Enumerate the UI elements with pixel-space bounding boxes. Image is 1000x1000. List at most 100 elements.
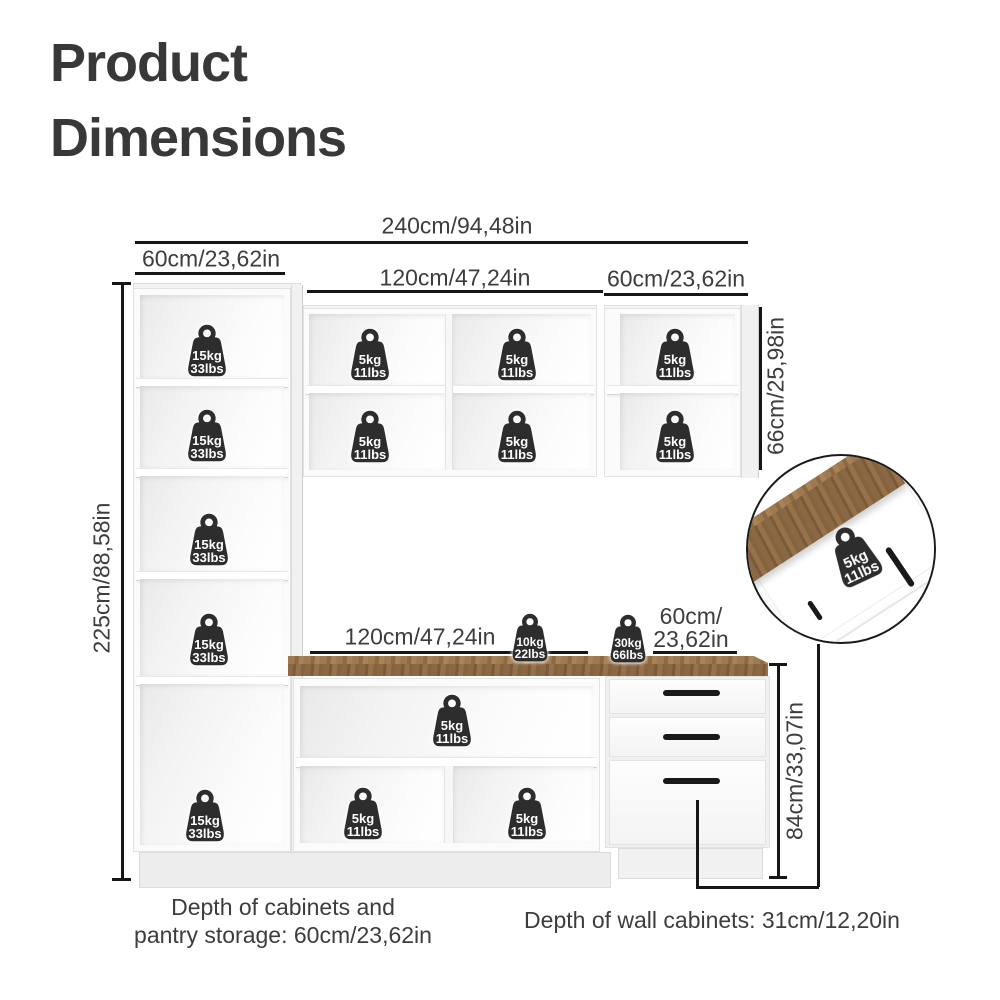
- svg-text:5kg: 5kg: [359, 434, 381, 449]
- svg-text:33lbs: 33lbs: [188, 826, 221, 841]
- svg-text:11lbs: 11lbs: [436, 731, 469, 746]
- svg-text:5kg: 5kg: [664, 352, 686, 367]
- svg-text:33lbs: 33lbs: [192, 650, 225, 665]
- svg-text:11lbs: 11lbs: [659, 447, 692, 462]
- svg-text:15kg: 15kg: [190, 813, 220, 828]
- svg-text:11lbs: 11lbs: [354, 365, 387, 380]
- svg-text:30kg: 30kg: [614, 636, 641, 650]
- svg-text:22lbs: 22lbs: [515, 647, 546, 661]
- plinth: [139, 852, 611, 888]
- svg-text:5kg: 5kg: [506, 352, 528, 367]
- dimension-label-counter-right-line2: 23,62in: [653, 626, 729, 652]
- svg-text:66lbs: 66lbs: [613, 648, 644, 662]
- dimension-label-counter-width: 120cm/47,24in: [344, 623, 496, 650]
- dimension-line-wall-right-width: [604, 293, 748, 296]
- drawer-handle: [663, 778, 720, 784]
- dimension-line-total-width: [135, 241, 748, 244]
- caption-depth-cabinets-line2: pantry storage: 60cm/23,62in: [134, 922, 432, 948]
- svg-text:11lbs: 11lbs: [501, 365, 534, 380]
- svg-text:5kg: 5kg: [516, 811, 538, 826]
- svg-text:11lbs: 11lbs: [501, 447, 534, 462]
- page-title-line2: Dimensions: [50, 108, 347, 168]
- dimension-label-total-height: 225cm/88,58in: [88, 502, 115, 654]
- dimension-label-pantry-width: 60cm/23,62in: [141, 245, 281, 272]
- drawer-unit-plinth: [618, 848, 763, 879]
- dimension-line-counter-width: [310, 651, 588, 654]
- svg-text:11lbs: 11lbs: [354, 447, 387, 462]
- dimension-line-wall-height: [759, 307, 762, 470]
- dimension-label-wall-width: 120cm/47,24in: [379, 264, 531, 291]
- dimension-label-counter-right-width: 60cm/ 23,62in: [653, 605, 728, 651]
- svg-text:10kg: 10kg: [516, 635, 543, 649]
- svg-text:11lbs: 11lbs: [659, 365, 692, 380]
- svg-text:5kg: 5kg: [352, 811, 374, 826]
- inset-leader-line: [696, 886, 819, 889]
- caption-depth-cabinets-line1: Depth of cabinets and: [171, 894, 395, 920]
- dimension-label-wall-height: 66cm/25,98in: [762, 316, 789, 456]
- svg-text:15kg: 15kg: [194, 537, 224, 552]
- base-divider: [444, 766, 454, 843]
- svg-text:5kg: 5kg: [506, 434, 528, 449]
- svg-text:11lbs: 11lbs: [347, 824, 380, 839]
- dimension-label-wall-right-width: 60cm/23,62in: [606, 265, 746, 292]
- wall-divider: [445, 314, 453, 470]
- svg-text:33lbs: 33lbs: [190, 361, 223, 376]
- drawer-handle: [663, 690, 720, 696]
- svg-text:5kg: 5kg: [359, 352, 381, 367]
- dimension-line-base-height: [777, 664, 780, 878]
- caption-depth-wall-cabinets: Depth of wall cabinets: 31cm/12,20in: [524, 907, 900, 933]
- dimension-label-base-height: 84cm/33,07in: [781, 701, 808, 841]
- caption-depth-cabinets: Depth of cabinets and pantry storage: 60…: [134, 893, 432, 949]
- wall-cabinet-side-panel: [741, 305, 759, 478]
- svg-text:33lbs: 33lbs: [190, 446, 223, 461]
- svg-text:15kg: 15kg: [194, 637, 224, 652]
- dimension-tick: [112, 282, 131, 285]
- svg-text:5kg: 5kg: [441, 718, 463, 733]
- svg-text:5kg: 5kg: [664, 434, 686, 449]
- dimension-tick: [112, 878, 131, 881]
- inset-leader-line: [817, 644, 820, 887]
- dimension-tick: [769, 663, 787, 666]
- svg-text:33lbs: 33lbs: [192, 550, 225, 565]
- svg-text:15kg: 15kg: [192, 433, 222, 448]
- dimension-line-wall-width: [307, 290, 603, 293]
- dimension-line-pantry-width: [135, 272, 285, 275]
- drawer: [609, 760, 766, 845]
- page-title-line1: Product: [50, 33, 248, 93]
- dimension-line-total-height: [121, 283, 124, 880]
